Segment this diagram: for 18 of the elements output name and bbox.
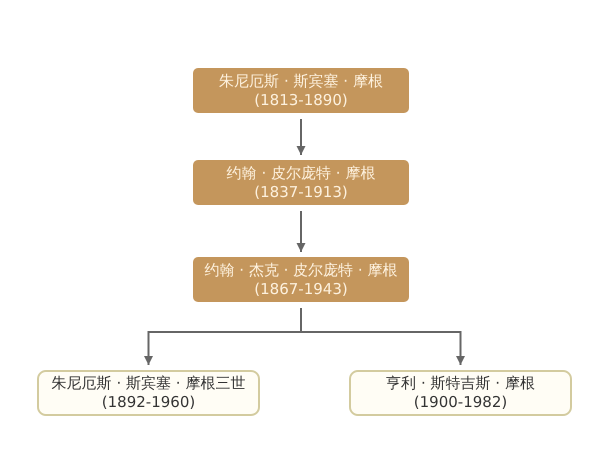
- person-name: 约翰 · 杰克 · 皮尔庞特 · 摩根: [204, 260, 398, 280]
- person-name: 约翰 · 皮尔庞特 · 摩根: [226, 164, 376, 182]
- person-name: 朱尼厄斯 · 斯宾塞 · 摩根三世: [52, 374, 246, 393]
- life-dates: (1813-1890): [254, 90, 348, 110]
- person-box: [193, 68, 409, 113]
- person-box: [193, 160, 409, 205]
- person-name: 亨利 · 斯特吉斯 · 摩根: [386, 374, 535, 393]
- life-dates: (1900-1982): [414, 393, 508, 412]
- life-dates: (1892-1960): [102, 393, 196, 412]
- arrow: [296, 211, 306, 252]
- arrow: [296, 119, 306, 155]
- life-dates: (1867-1943): [254, 280, 348, 298]
- life-dates: (1837-1913): [254, 182, 348, 202]
- person-box: [349, 370, 572, 416]
- person-box: [193, 257, 409, 302]
- person-box: [37, 370, 260, 416]
- arrow: [300, 308, 465, 365]
- person-name: 朱尼厄斯 · 斯宾塞 · 摩根: [219, 72, 383, 90]
